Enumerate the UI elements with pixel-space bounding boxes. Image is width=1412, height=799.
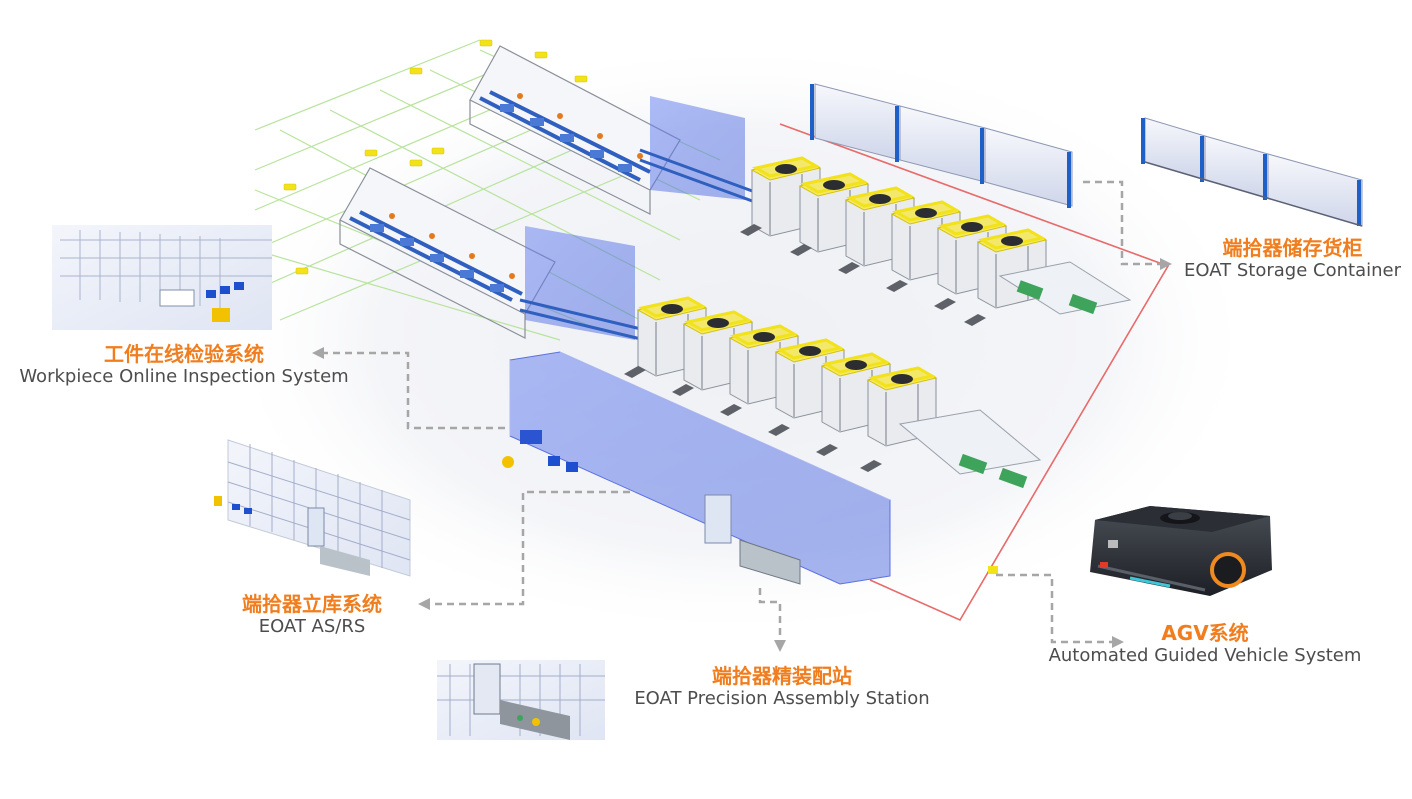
label-assembly: 端拾器精装配站 EOAT Precision Assembly Station [622, 664, 942, 710]
label-asrs: 端拾器立库系统 EOAT AS/RS [212, 592, 412, 638]
end-cells [898, 261, 1132, 489]
floor-markers [283, 39, 588, 275]
asrs-building [502, 351, 891, 585]
press-row-upper [750, 156, 1048, 309]
agv-robot [1090, 506, 1272, 596]
label-storage-en: EOAT Storage Container [1184, 260, 1401, 281]
connector-inspection [322, 351, 505, 430]
connector-assembly [758, 588, 782, 640]
label-agv-en: Automated Guided Vehicle System [1048, 645, 1362, 666]
connector-agv [996, 573, 1112, 644]
storage-cabinets-layout [810, 83, 1073, 208]
label-storage-cn: 端拾器储存货柜 [1222, 236, 1363, 260]
conveyor-lower [519, 298, 646, 342]
inspection-line-upper [469, 45, 745, 215]
connector-asrs [430, 490, 630, 606]
label-asrs-en: EOAT AS/RS [258, 616, 366, 637]
label-assembly-cn: 端拾器精装配站 [712, 664, 852, 688]
label-inspection-en: Workpiece Online Inspection System [19, 366, 349, 387]
label-agv: AGV系统 Automated Guided Vehicle System [1040, 621, 1370, 667]
label-inspection-cn: 工件在线检验系统 [104, 342, 264, 366]
label-agv-cn: AGV系统 [1161, 621, 1249, 645]
press-row-lower [636, 296, 938, 447]
floor-pallets [624, 224, 986, 472]
label-storage: 端拾器储存货柜 EOAT Storage Container [1180, 236, 1405, 282]
inspection-thumbnail [52, 225, 272, 330]
conveyor-upper [639, 148, 756, 204]
label-asrs-cn: 端拾器立库系统 [242, 592, 382, 616]
storage-container-thumbnail [1141, 117, 1363, 227]
connector-arrows [322, 180, 1160, 644]
asrs-thumbnail [214, 439, 411, 577]
assembly-thumbnail [437, 660, 605, 740]
inspection-line-lower [339, 167, 635, 340]
agv-marker [988, 566, 998, 574]
arrow-heads [312, 258, 1172, 652]
boundary-line [779, 123, 1170, 622]
label-inspection: 工件在线检验系统 Workpiece Online Inspection Sys… [14, 342, 354, 388]
label-assembly-en: EOAT Precision Assembly Station [634, 688, 930, 709]
